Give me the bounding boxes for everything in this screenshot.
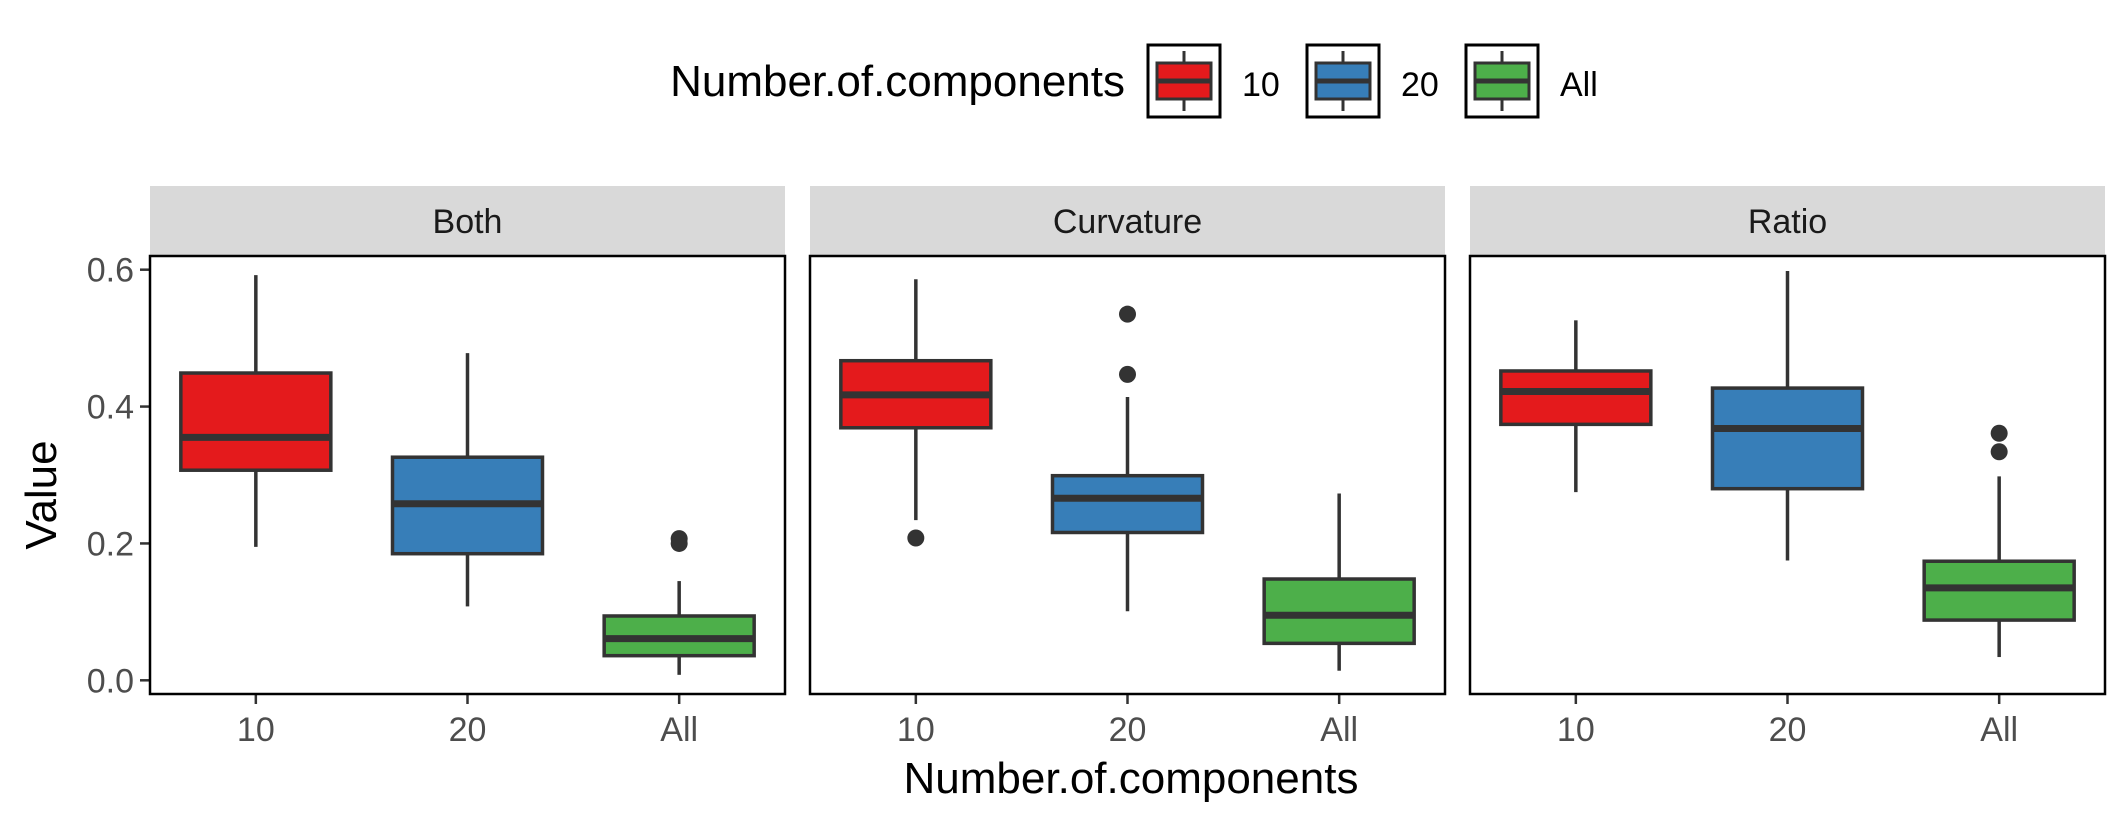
iqr-box — [179, 371, 333, 472]
facet-title: Curvature — [1053, 203, 1202, 241]
y-tick-label: 0.2 — [87, 525, 134, 563]
outlier-point — [1119, 365, 1136, 383]
x-tick-label: 10 — [1557, 711, 1595, 749]
box-10 — [179, 275, 333, 547]
x-tick-label: 10 — [237, 711, 275, 749]
iqr-box — [1262, 577, 1416, 646]
y-tick-label: 0.0 — [87, 662, 134, 700]
outlier-point — [670, 530, 688, 548]
x-tick-label: All — [660, 711, 698, 749]
facet-strip — [810, 186, 1445, 256]
box-all — [1922, 424, 2076, 658]
legend-label: All — [1560, 66, 1598, 104]
facet-panel-both: Both 10 20 All 0.0 0.2 0.4 0.6 — [87, 186, 787, 749]
x-tick-label: 20 — [1109, 711, 1147, 749]
legend-label: 20 — [1401, 66, 1439, 104]
box-20 — [1050, 305, 1205, 612]
x-tick-label: 10 — [897, 711, 935, 749]
facet-title: Both — [433, 203, 503, 241]
outlier-point — [907, 529, 925, 547]
iqr-box — [1499, 369, 1653, 427]
box-all — [1262, 493, 1416, 671]
box-all — [602, 530, 756, 675]
panel-border — [808, 254, 1447, 696]
facet-title: Ratio — [1748, 203, 1827, 241]
x-tick-label: All — [1320, 711, 1358, 749]
iqr-box — [1710, 386, 1865, 491]
y-axis-title: Value — [17, 440, 66, 549]
outlier-point — [1990, 424, 2008, 442]
box-10 — [839, 279, 993, 547]
panel-border — [148, 254, 787, 696]
panel-border — [1468, 254, 2107, 696]
y-tick-label: 0.4 — [87, 389, 134, 427]
facet-strip — [150, 186, 785, 256]
box-20 — [390, 353, 545, 607]
outlier-point — [1990, 443, 2008, 461]
legend-title: Number.of.components — [670, 57, 1125, 106]
outlier-point — [1119, 305, 1136, 323]
legend-label: 10 — [1242, 66, 1280, 104]
y-tick-label: 0.6 — [87, 252, 134, 290]
legend-entry-20: 20 — [1305, 43, 1439, 119]
box-10 — [1499, 320, 1653, 493]
facet-panel-curvature: Curvature 10 20 All — [808, 186, 1447, 749]
legend-entry-10: 10 — [1146, 43, 1280, 119]
x-tick-label: 20 — [1769, 711, 1807, 749]
legend-entry-all: All — [1464, 43, 1598, 119]
x-axis-title: Number.of.components — [904, 754, 1359, 803]
iqr-box — [1050, 473, 1205, 535]
box-20 — [1710, 271, 1865, 561]
facet-strip — [1470, 186, 2105, 256]
legend: Number.of.components 10 20 All — [670, 43, 1598, 119]
x-tick-label: 20 — [449, 711, 487, 749]
facet-panel-ratio: Ratio 10 20 All — [1468, 186, 2107, 749]
x-tick-label: All — [1980, 711, 2018, 749]
